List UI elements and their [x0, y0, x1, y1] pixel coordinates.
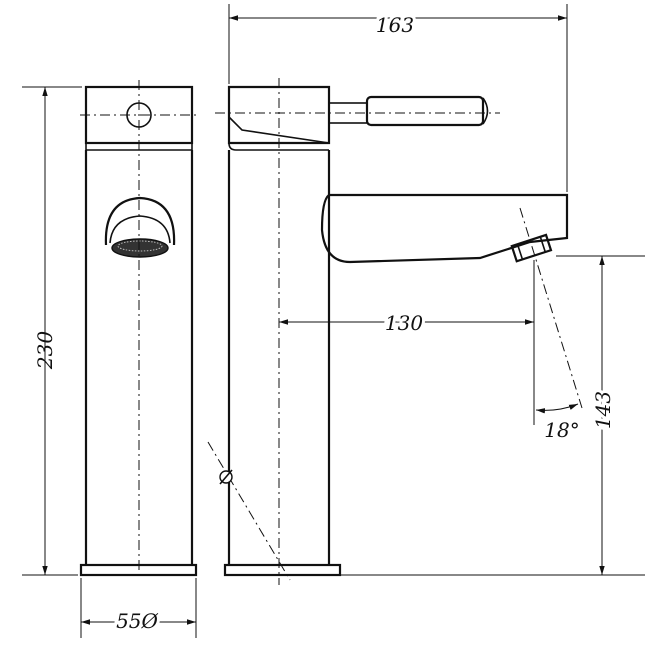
dimension-spout-angle: 18° — [535, 403, 580, 442]
side-spout — [320, 193, 569, 264]
dimension-spout-reach: 130 — [279, 308, 534, 338]
side-handle-cap — [227, 85, 331, 145]
dim-spout-reach-label: 130 — [385, 311, 423, 335]
front-view — [79, 80, 200, 578]
dimension-overall-height: 230 — [22, 86, 82, 576]
spout-flow-axis — [519, 207, 583, 409]
dim-body-diameter-label: 55Ø — [116, 609, 158, 633]
dimension-overall-width: 163 — [228, 4, 568, 192]
dim-overall-height-label: 230 — [33, 331, 57, 370]
dim-spout-height-label: 143 — [591, 391, 615, 429]
side-fixing-screw — [219, 469, 233, 485]
dim-overall-width-label: 163 — [376, 13, 414, 37]
dimension-spout-height: 143 — [340, 255, 645, 576]
side-base-plate — [223, 563, 342, 577]
front-spout-outlet — [104, 196, 176, 258]
side-lever — [328, 95, 489, 127]
dim-spout-angle-label: 18° — [544, 418, 579, 442]
dimension-body-diameter: 55Ø — [80, 578, 197, 638]
side-view — [207, 78, 583, 585]
side-aerator — [510, 233, 553, 263]
